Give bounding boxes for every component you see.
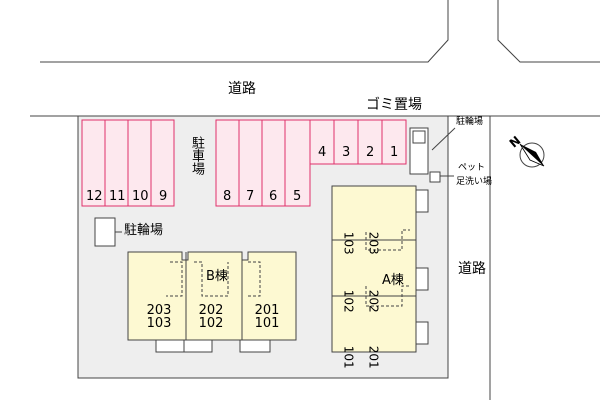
room-number: 203 — [366, 231, 381, 255]
room-number: 201 — [254, 303, 280, 318]
parking-number-6: 6 — [269, 189, 278, 204]
parking-number-5: 5 — [293, 189, 302, 204]
room-number: 103 — [341, 231, 356, 255]
room-number: 203 — [146, 303, 172, 318]
top-road-north-edge-right — [497, 0, 600, 63]
parking-number-7: 7 — [246, 189, 255, 204]
building-a-room-2: 202 102 — [330, 274, 393, 313]
building-a-room-3: 203 103 — [330, 216, 393, 255]
room-number: 202 — [366, 289, 381, 313]
room-number: 101 — [341, 345, 356, 369]
parking-space-4 — [309, 119, 335, 165]
parking-number-3: 3 — [342, 145, 351, 160]
building-a-room-1: 201 101 — [330, 330, 393, 369]
parking-space-5 — [284, 119, 311, 207]
building-b-name: B棟 — [206, 269, 228, 284]
room-number: 101 — [254, 316, 280, 331]
parking-space-1 — [381, 119, 407, 165]
top-road-north-edge — [40, 0, 449, 63]
bike-pointer-line — [431, 127, 456, 151]
parking-number-12: 12 — [86, 189, 103, 204]
parking-number-11: 11 — [109, 189, 126, 204]
building-a-dashed — [365, 229, 410, 307]
pet-wash-box — [429, 171, 441, 183]
pet-wash-label-1: ペット — [458, 163, 486, 173]
bike-parking-left-label: 駐輪場 — [124, 223, 164, 238]
parking-label: 駐車場 — [189, 136, 204, 175]
room-number: 201 — [366, 345, 381, 369]
building-a-name: A棟 — [382, 273, 404, 288]
room-number: 202 — [198, 303, 224, 318]
building-a-shape — [331, 185, 429, 353]
parking-number-1: 1 — [390, 145, 399, 160]
room-number: 103 — [146, 316, 172, 331]
parking-space-3 — [333, 119, 359, 165]
road-label-top: 道路 — [228, 81, 256, 97]
building-b-dashed — [166, 261, 261, 297]
building-b-room-2: 202 102 — [196, 304, 226, 330]
parking-group — [81, 119, 407, 207]
bike-parking-left-box — [94, 217, 116, 247]
parking-number-2: 2 — [366, 145, 375, 160]
road-label-right: 道路 — [458, 261, 486, 277]
parking-number-8: 8 — [223, 189, 232, 204]
parking-number-9: 9 — [159, 189, 168, 204]
parking-number-4: 4 — [318, 145, 327, 160]
room-number: 102 — [198, 316, 224, 331]
bike-parking-top-label: 駐輪場 — [456, 117, 484, 127]
building-b-room-3: 203 103 — [144, 304, 174, 330]
parking-space-9 — [150, 119, 175, 207]
pet-wash-label-2: 足洗い場 — [456, 177, 493, 187]
building-b-shape — [127, 251, 297, 353]
building-b-room-1: 201 101 — [252, 304, 282, 330]
room-number: 102 — [341, 289, 356, 313]
parking-number-10: 10 — [132, 189, 149, 204]
compass-icon — [519, 142, 545, 168]
garbage-label: ゴミ置場 — [366, 97, 422, 113]
garbage-box-inner — [412, 130, 426, 144]
